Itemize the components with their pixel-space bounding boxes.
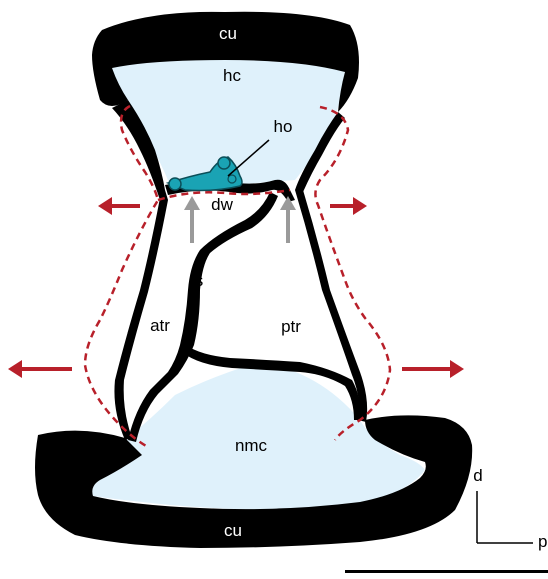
inward-arrow-right [280,196,296,243]
label-atr: atr [150,316,170,335]
label-nmc: nmc [235,436,268,455]
axis-label-posterior: p [538,532,547,551]
expansion-arrow-lower-left [8,360,72,378]
scale-bar [345,570,548,573]
label-cu-bottom: cu [224,521,242,540]
label-s: s [195,271,204,290]
expansion-arrow-upper-right [330,197,367,215]
axis-label-dorsal: d [473,466,482,485]
label-ptr: ptr [281,317,301,336]
label-dw: dw [211,195,233,214]
label-hc: hc [223,66,241,85]
label-cu-top: cu [219,24,237,43]
ho-circle-right [228,175,236,183]
expansion-arrow-lower-right [402,360,464,378]
label-ho: ho [274,117,293,136]
ho-circle-left [169,178,181,190]
ho-circle-top [218,157,230,169]
inward-arrow-left [184,196,200,243]
expansion-arrow-upper-left [98,197,140,215]
orientation-axes [477,491,533,543]
